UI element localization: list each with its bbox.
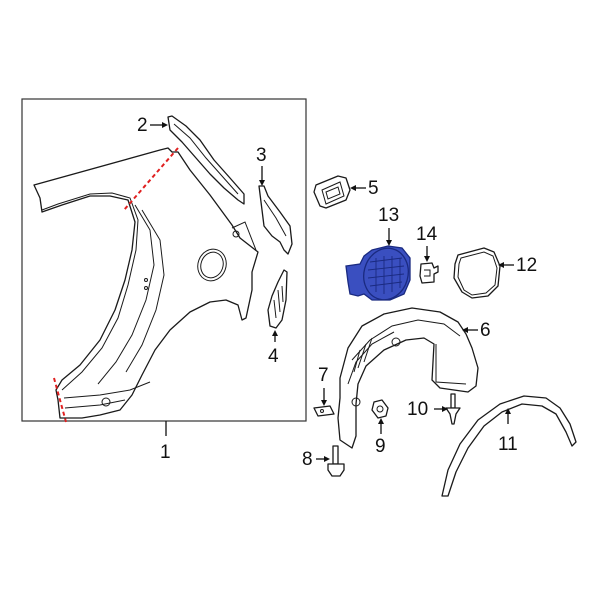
- fuel-door-part[interactable]: [453, 247, 501, 299]
- fuel-pocket-housing-part[interactable]: [345, 243, 414, 305]
- wheel-opening-molding-part[interactable]: [441, 395, 577, 497]
- lower-bracket-part[interactable]: [267, 269, 288, 329]
- callout-6[interactable]: 6: [480, 320, 491, 341]
- nut-part[interactable]: [371, 399, 389, 419]
- callout-7[interactable]: 7: [318, 365, 329, 386]
- screw-part[interactable]: [445, 393, 461, 425]
- callout-4[interactable]: 4: [268, 346, 279, 367]
- callout-8[interactable]: 8: [302, 449, 313, 470]
- callout-11[interactable]: 11: [498, 434, 518, 455]
- callout-13[interactable]: 13: [378, 205, 400, 226]
- fuel-door-hinge-part[interactable]: [419, 262, 439, 284]
- callout-5[interactable]: 5: [368, 178, 379, 199]
- upper-reinforcement-part[interactable]: [167, 115, 245, 205]
- callout-1[interactable]: 1: [160, 442, 171, 463]
- callout-14[interactable]: 14: [416, 224, 438, 245]
- cut-line-lower: [53, 377, 67, 423]
- quarter-panel-part[interactable]: [33, 147, 259, 419]
- callout-10[interactable]: 10: [407, 399, 429, 420]
- callout-12[interactable]: 12: [516, 255, 538, 276]
- quarter-panel-group-box: [21, 98, 307, 422]
- bolt-part[interactable]: [327, 445, 345, 477]
- wheel-liner-part[interactable]: [337, 307, 479, 449]
- callout-3[interactable]: 3: [256, 145, 267, 166]
- callout-2[interactable]: 2: [137, 115, 148, 136]
- rear-bracket-part[interactable]: [258, 185, 293, 255]
- vent-grille-part[interactable]: [313, 175, 351, 209]
- callout-9[interactable]: 9: [375, 436, 386, 457]
- clip-part[interactable]: [313, 405, 335, 417]
